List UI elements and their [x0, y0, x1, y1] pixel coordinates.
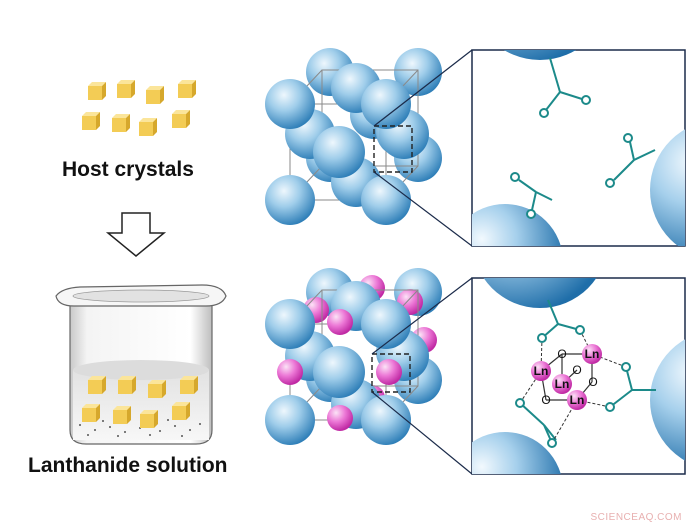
host-crystals-label: Host crystals: [62, 158, 194, 181]
oxo-label: O: [541, 393, 550, 407]
beaker: [55, 284, 227, 445]
crystal-cube: [172, 110, 190, 128]
host-lattice: [265, 48, 442, 225]
crystal-cube: [148, 380, 166, 398]
lanthanide-ion: [531, 361, 551, 381]
crystal-cube: [118, 376, 136, 394]
ln-label: Ln: [585, 347, 600, 361]
process-arrow-icon: [105, 212, 167, 257]
lanthanide-detail-box: O O O O Ln Ln Ln Ln: [471, 277, 686, 475]
crystal-cube: [82, 112, 100, 130]
lanthanide-ion: [552, 374, 572, 394]
crystal-cube: [88, 82, 106, 100]
crystal-cube: [113, 406, 131, 424]
crystal-cube: [112, 114, 130, 132]
crystal-cube: [82, 404, 100, 422]
crystal-cube: [178, 80, 196, 98]
doped-lattice: [265, 268, 442, 445]
lanthanide-ion: [582, 344, 602, 364]
oxo-label: O: [588, 375, 597, 389]
oxo-label: O: [557, 347, 566, 361]
crystal-cube: [139, 118, 157, 136]
crystal-cube: [146, 86, 164, 104]
crystal-cube: [88, 376, 106, 394]
host-detail-box: [471, 49, 686, 247]
ln-label: Ln: [555, 377, 570, 391]
lanthanide-solution-label: Lanthanide solution: [28, 454, 228, 477]
watermark: SCIENCEAQ.COM: [590, 512, 682, 523]
host-crystals: [82, 80, 196, 136]
oxo-label: O: [572, 363, 581, 377]
lanthanide-ion: [567, 390, 587, 410]
crystal-cube: [172, 402, 190, 420]
ln-label: Ln: [534, 364, 549, 378]
zoom-selection-box: [371, 353, 411, 393]
crystal-cube: [180, 376, 198, 394]
crystal-cube: [140, 410, 158, 428]
ln-label: Ln: [570, 393, 585, 407]
crystal-cube: [117, 80, 135, 98]
zoom-selection-box: [373, 125, 413, 173]
